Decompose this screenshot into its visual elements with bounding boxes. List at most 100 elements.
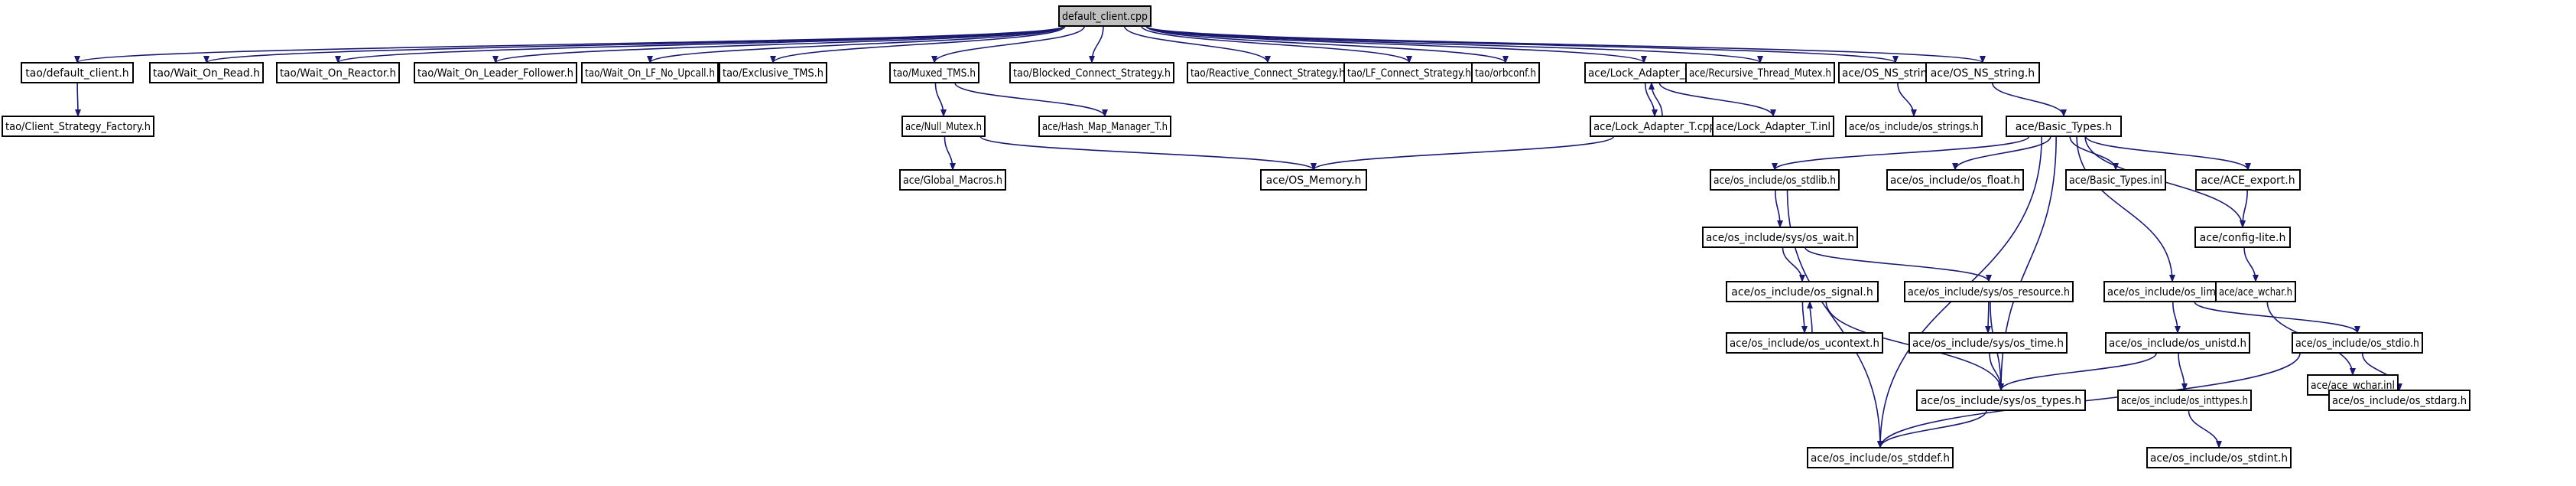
header-file-node[interactable]: ace/os_include/sys/os_types.h <box>1916 390 2086 411</box>
node-label: tao/orbconf.h <box>1475 67 1536 80</box>
dependency-edge <box>74 82 81 117</box>
dependency-edge <box>934 82 947 117</box>
header-file-node[interactable]: ace/os_include/sys/os_wait.h <box>1702 227 1858 248</box>
node-label: ace/config-lite.h <box>2200 232 2286 244</box>
node-label: tao/Muxed_TMS.h <box>893 67 976 80</box>
node-box <box>2105 332 2250 354</box>
node-box <box>1807 447 1954 468</box>
node-box <box>899 169 1006 191</box>
dependency-edge <box>1145 25 1647 64</box>
header-file-node[interactable]: ace/os_include/sys/os_time.h <box>1908 332 2068 354</box>
header-file-node[interactable]: tao/LF_Connect_Strategy.h <box>1343 62 1475 83</box>
header-file-node[interactable]: ace/os_include/os_inttypes.h <box>2117 390 2252 411</box>
header-file-node[interactable]: ace/Recursive_Thread_Mutex.h <box>1685 62 1835 83</box>
header-file-node[interactable]: ace/Basic_Types.h <box>2006 116 2122 137</box>
dependency-edge-path <box>1145 25 1763 64</box>
header-file-node[interactable]: ace/os_include/os_ucontext.h <box>1726 332 1883 354</box>
dependency-edge-path <box>1877 352 2301 448</box>
header-file-node[interactable]: tao/Wait_On_Reactor.h <box>276 62 400 83</box>
dependency-edge-path <box>770 25 1066 64</box>
header-file-node[interactable]: ace/Hash_Map_Manager_T.h <box>1038 116 1171 137</box>
header-file-node[interactable]: tao/Client_Strategy_Factory.h <box>2 116 154 137</box>
dependency-edge <box>953 82 1108 117</box>
node-box <box>2117 390 2252 411</box>
node-label: ace/Lock_Adapter_T.inl <box>1716 121 1830 133</box>
header-file-node[interactable]: ace/OS_NS_strings.h <box>1838 62 1953 83</box>
header-file-node[interactable]: ace/os_include/os_stdio.h <box>2292 332 2423 354</box>
header-file-node[interactable]: ace/Lock_Adapter_T.cpp <box>1590 116 1720 137</box>
header-file-node[interactable]: ace/ACE_export.h <box>2195 169 2301 191</box>
node-label: ace/os_include/os_stddef.h <box>1811 452 1950 465</box>
dependency-edge-path <box>2178 352 2188 391</box>
node-box <box>2006 116 2122 137</box>
node-label: ace/os_include/sys/os_resource.h <box>1908 286 2070 298</box>
dependency-edge-path <box>1877 409 1987 448</box>
header-file-node[interactable]: ace/os_include/os_stdint.h <box>2146 447 2292 468</box>
header-file-node[interactable]: ace/os_include/os_stddef.h <box>1807 447 1954 468</box>
header-file-node[interactable]: ace/os_include/os_strings.h <box>1845 116 1983 137</box>
node-box <box>1726 281 1879 302</box>
dependency-edge-path <box>1089 25 1104 64</box>
dependency-edge-path <box>1644 82 1658 117</box>
dependency-edge-path <box>2240 189 2248 228</box>
dependency-edge <box>1952 135 2051 171</box>
node-label: ace/Hash_Map_Manager_T.h <box>1042 121 1168 133</box>
node-label: ace/os_include/os_unistd.h <box>2109 338 2246 350</box>
node-box <box>1845 116 1983 137</box>
header-file-node[interactable]: tao/orbconf.h <box>1471 62 1540 83</box>
dependency-edge <box>1658 82 1776 117</box>
header-file-node[interactable]: ace/ace_wchar.h <box>2215 281 2296 302</box>
dependency-edge-path <box>979 135 1317 171</box>
dependency-edge-path <box>934 82 947 117</box>
dependency-edge-path <box>2243 246 2259 282</box>
header-file-node[interactable]: tao/Reactive_Connect_Strategy.h <box>1187 62 1349 83</box>
header-file-node[interactable]: ace/config-lite.h <box>2194 227 2291 248</box>
dependency-edge-path <box>74 82 81 117</box>
header-file-node[interactable]: ace/os_include/os_stdlib.h <box>1710 169 1840 191</box>
header-file-node[interactable]: ace/Basic_Types.inl <box>2065 169 2166 191</box>
header-file-node[interactable]: ace/os_include/os_signal.h <box>1726 281 1879 302</box>
dependency-edge <box>931 25 1086 64</box>
dependency-edge-path <box>492 25 1064 64</box>
header-file-node[interactable]: ace/Lock_Adapter_T.inl <box>1712 116 1834 137</box>
header-file-node[interactable]: ace/Lock_Adapter_T.h <box>1584 62 1704 83</box>
node-label: tao/default_client.h <box>25 67 128 80</box>
header-file-node[interactable]: tao/Exclusive_TMS.h <box>719 62 827 83</box>
header-file-node[interactable]: ace/Null_Mutex.h <box>901 116 986 137</box>
node-label: tao/Client_Strategy_Factory.h <box>5 121 151 133</box>
node-box <box>414 62 577 83</box>
node-box <box>1471 62 1540 83</box>
root-file-node[interactable]: default_client.cpp <box>1058 5 1152 27</box>
dependency-edge <box>2178 352 2188 391</box>
header-file-node[interactable]: ace/os_include/sys/os_resource.h <box>1904 281 2074 302</box>
edge-layer <box>74 25 2402 448</box>
header-file-node[interactable]: ace/Global_Macros.h <box>899 169 1006 191</box>
node-box <box>2146 447 2292 468</box>
header-file-node[interactable]: tao/default_client.h <box>21 62 134 83</box>
header-file-node[interactable]: ace/OS_NS_string.h <box>1925 62 2040 83</box>
dependency-edge <box>1644 82 1658 117</box>
header-file-node[interactable]: ace/os_include/os_stdarg.h <box>2328 390 2470 411</box>
dependency-edge <box>979 135 1317 171</box>
header-file-node[interactable]: tao/Blocked_Connect_Strategy.h <box>1009 62 1174 83</box>
node-label: tao/Reactive_Connect_Strategy.h <box>1191 67 1345 80</box>
node-box <box>1886 169 2024 191</box>
header-file-node[interactable]: tao/Wait_On_Leader_Follower.h <box>414 62 577 83</box>
node-label: tao/Wait_On_Read.h <box>153 67 260 80</box>
header-file-node[interactable]: ace/OS_Memory.h <box>1260 169 1367 191</box>
dependency-edge <box>2194 301 2360 334</box>
dependency-edge <box>1145 25 1899 64</box>
header-file-node[interactable]: tao/Wait_On_LF_No_Upcall.h <box>581 62 719 83</box>
node-label: ace/os_include/os_inttypes.h <box>2121 395 2248 407</box>
header-file-node[interactable]: ace/os_include/os_float.h <box>1886 169 2024 191</box>
node-box <box>1260 169 1367 191</box>
node-box <box>1916 390 2086 411</box>
dependency-edge <box>1807 301 1814 334</box>
header-file-node[interactable]: tao/Wait_On_Read.h <box>149 62 264 83</box>
dependency-edge <box>2172 301 2181 334</box>
node-label: ace/os_include/os_signal.h <box>1731 286 1873 298</box>
header-file-node[interactable]: ace/os_include/os_unistd.h <box>2105 332 2250 354</box>
dependency-edge <box>2085 135 2251 171</box>
header-file-node[interactable]: tao/Muxed_TMS.h <box>889 62 979 83</box>
dependency-edge-path <box>1145 25 1899 64</box>
